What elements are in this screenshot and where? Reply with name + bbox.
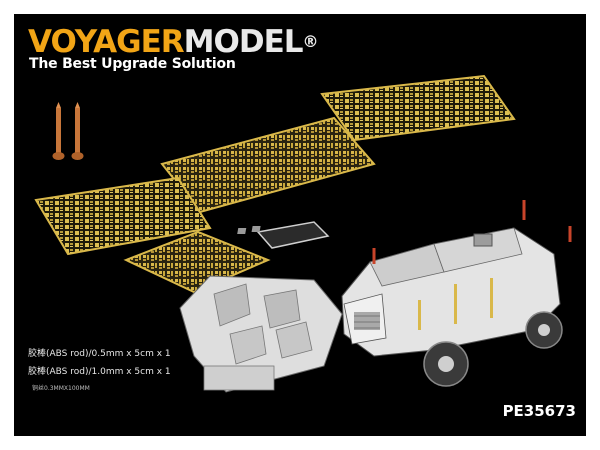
wire-spec: 铜丝0.3MMX100MM [32, 385, 90, 392]
abs-rod-right [71, 102, 84, 160]
etch-fret-4 [123, 230, 271, 294]
brand-logo: VOYAGERMODEL® [28, 24, 319, 60]
brand-part-odel: ODEL [213, 24, 304, 60]
registered-mark: ® [302, 32, 319, 51]
etch-artwork [34, 74, 572, 393]
interior-assembly [179, 275, 343, 393]
etch-fret-2 [160, 116, 376, 214]
product-image: VOYAGERMODEL® The Best Upgrade Solution [14, 14, 586, 436]
abs-rod-left [52, 102, 65, 160]
rod-label-05mm: 胶棒(ABS rod)/0.5mm x 5cm x 1 [28, 346, 171, 359]
rod-label-10mm: 胶棒(ABS rod)/1.0mm x 5cm x 1 [28, 364, 171, 377]
product-code: PE35673 [502, 402, 576, 420]
clear-parts-sheet [237, 221, 330, 249]
brand-part-voyager: VOYAGER [28, 24, 185, 60]
etch-fret-3 [34, 176, 212, 256]
armored-vehicle [341, 200, 572, 387]
brand-part-m: M [183, 24, 215, 60]
etch-fret-1 [320, 74, 516, 142]
brand-tagline: The Best Upgrade Solution [29, 56, 236, 72]
rod-label-10mm-text: 胶棒(ABS rod)/1.0mm x 5cm x 1 [28, 367, 171, 377]
rod-label-05mm-text: 胶棒(ABS rod)/0.5mm x 5cm x 1 [28, 349, 171, 359]
